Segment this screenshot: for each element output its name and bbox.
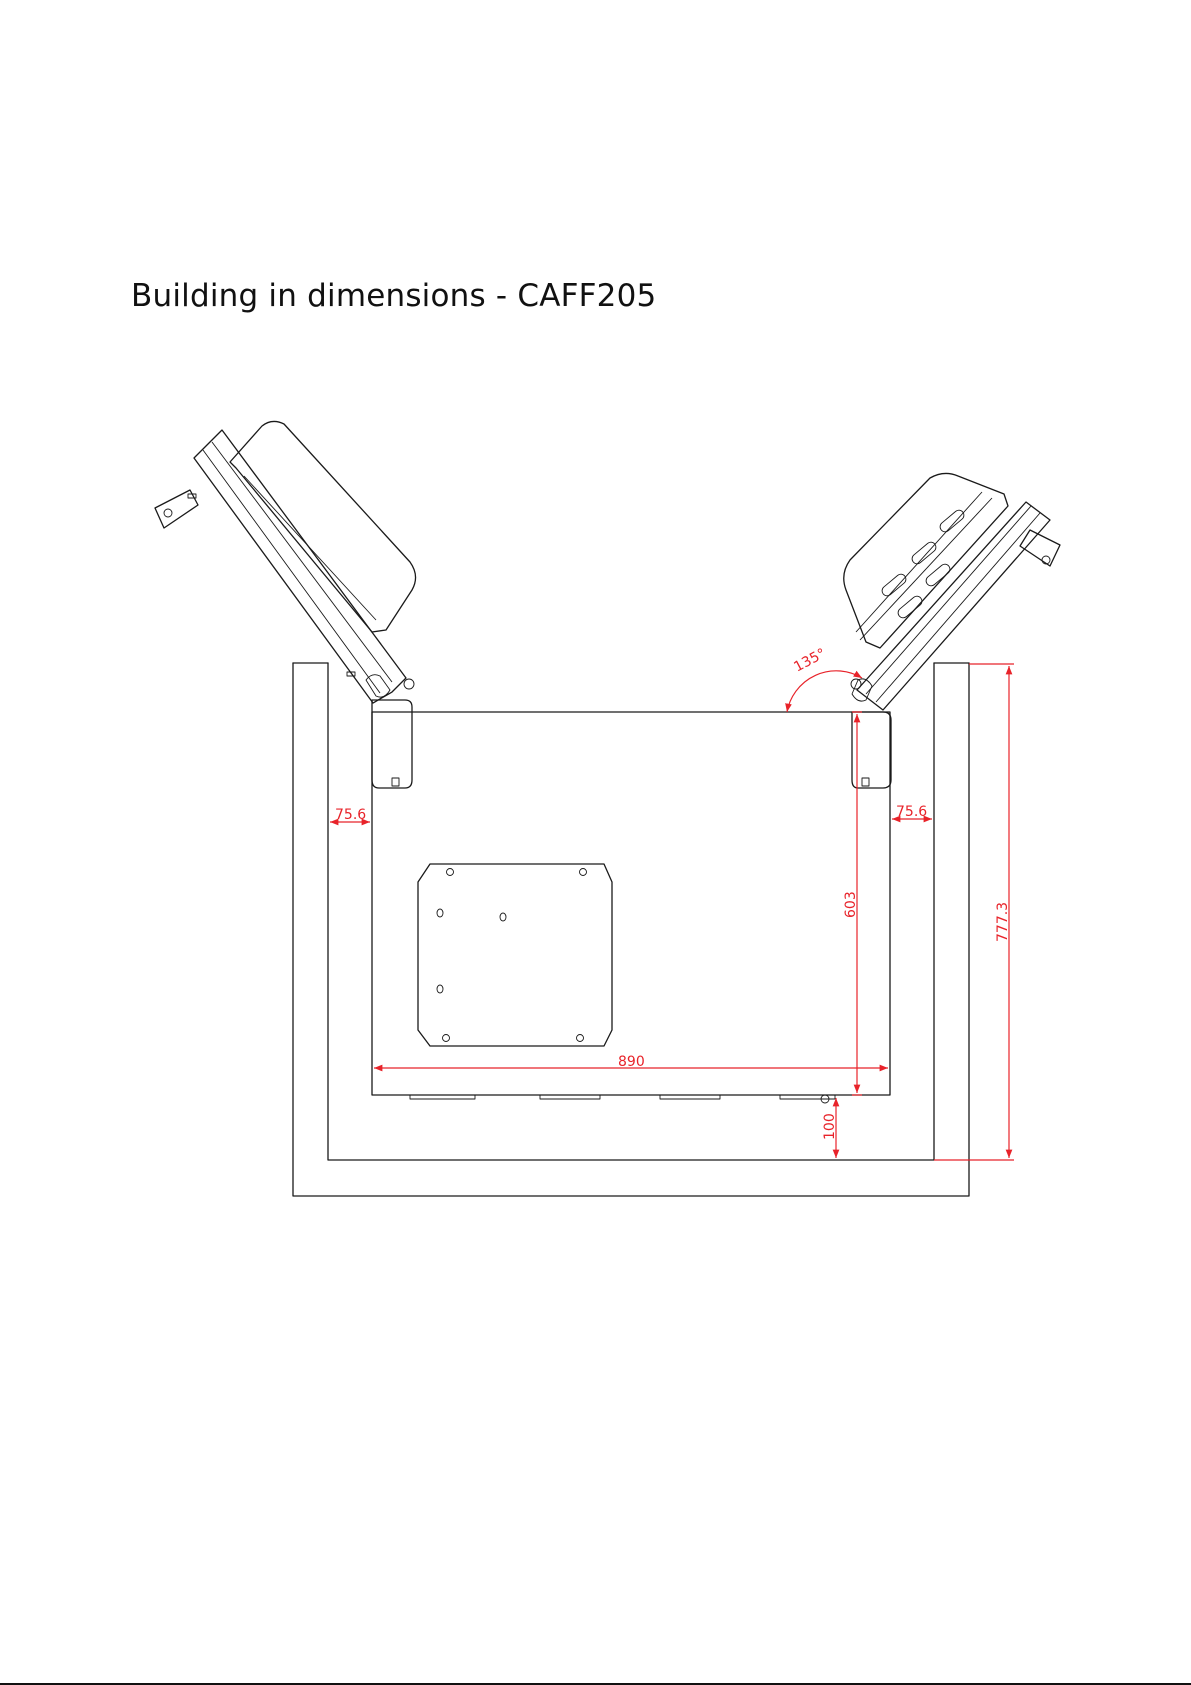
appliance-body (372, 679, 891, 1103)
dim-right-clearance: 75.6 (896, 804, 927, 820)
left-lid-handle (155, 490, 198, 528)
right-hinge-bracket (852, 712, 891, 788)
dim-bottom-clearance: 100 (822, 1113, 838, 1140)
dim-unit-height: 603 (843, 891, 859, 918)
niche-outer (293, 663, 969, 1196)
dimension-labels: 75.6 75.6 890 603 100 777.3 135° (335, 646, 1011, 1140)
service-panel (418, 864, 612, 1046)
right-lid (844, 473, 1060, 710)
dim-unit-width: 890 (618, 1054, 645, 1070)
dim-lid-angle: 135° (791, 646, 828, 676)
dim-left-clearance: 75.6 (335, 807, 366, 823)
left-lid (155, 421, 416, 703)
cabinet-niche (293, 663, 969, 1196)
dimension-lines (330, 664, 1014, 1160)
dim-total-height: 777.3 (995, 902, 1011, 942)
left-lid-tank (230, 421, 416, 632)
left-hinge-bracket (372, 700, 412, 788)
